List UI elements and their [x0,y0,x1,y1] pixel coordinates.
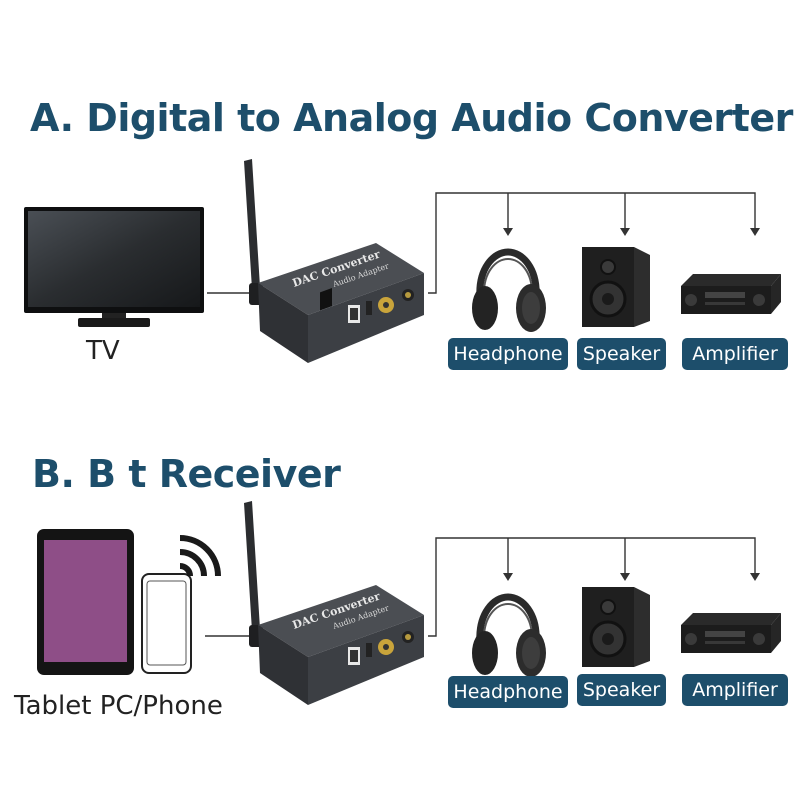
tablet-icon [37,529,134,675]
dac-device-icon: DAC Converter Audio Adapter [244,159,424,363]
output-badge-amplifier: Amplifier [682,674,788,706]
output-badge-amplifier: Amplifier [682,338,788,370]
dac-device-icon: DAC Converter Audio Adapter [244,501,424,705]
output-badge-headphone: Headphone [448,338,568,370]
wifi-icon [179,535,221,577]
tv-icon [24,207,204,327]
speaker-icon [582,247,650,327]
output-badge-headphone: Headphone [448,676,568,708]
section-a-title: A. Digital to Analog Audio Converter [30,96,793,140]
output-badge-speaker: Speaker [577,338,666,370]
headphone-icon [472,248,546,332]
output-badge-speaker: Speaker [577,674,666,706]
amplifier-icon [681,613,781,653]
headphone-icon [472,593,546,677]
phone-icon [141,573,192,674]
connection-lines [205,537,760,637]
amplifier-icon [681,274,781,314]
speaker-icon [582,587,650,667]
source-label-tablet-phone: Tablet PC/Phone [14,691,223,721]
source-label-tv: TV [86,336,120,366]
section-b-title: B. B t Receiver [32,452,341,496]
section-b: B. B t Receiver Tablet PC/Phone [0,345,800,745]
section-a: A. Digital to Analog Audio Converter TV [24,96,793,370]
